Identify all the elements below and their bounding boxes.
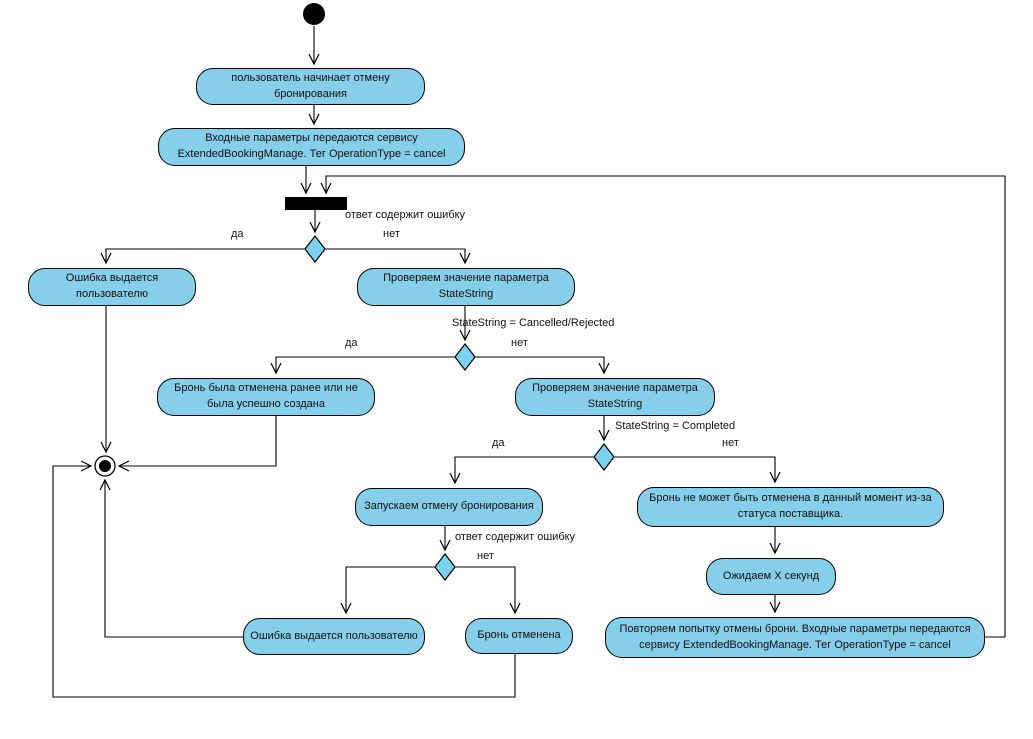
activity-error-shown-bottom: Ошибка выдается пользователю <box>243 618 425 655</box>
activity-wait-x-seconds: Ожидаем X секунд <box>706 558 836 595</box>
edge-label-statestring-cancelled-rejected: StateString = Cancelled/Rejected <box>452 317 615 329</box>
decision-diamond-4 <box>434 553 456 581</box>
edge-decision2-no-to-check2 <box>475 356 610 375</box>
edge-retry-feedback-to-join <box>320 175 1006 638</box>
decision-diamond-1 <box>304 235 326 263</box>
activity-cannot-cancel-now: Бронь не может быть отменена в данный мо… <box>637 487 944 527</box>
edge-label-no-4: нет <box>477 550 494 562</box>
decision-diamond-2 <box>454 343 476 371</box>
activity-error-shown-top: Ошибка выдается пользователю <box>28 268 196 306</box>
edge-decision2-yes-to-already-cancelled <box>270 356 455 375</box>
activity-retry-cancel: Повторяем попытку отмены брони. Входные … <box>605 617 985 658</box>
activity-booking-already-cancelled: Бронь была отменена ранее или не была ус… <box>157 378 375 416</box>
edge-decision4-no-to-cancelled <box>455 566 521 615</box>
edge-cancelled-to-final <box>52 460 516 698</box>
join-bar <box>285 197 347 210</box>
edge-label-yes-2: да <box>345 337 358 349</box>
edge-already-cancelled-to-final <box>117 416 277 472</box>
activity-check-statestring-1: Проверяем значение параметра StateString <box>357 268 575 306</box>
edge-label-no-1: нет <box>383 228 400 240</box>
edge-decision3-yes-to-start-cancel <box>449 456 594 485</box>
edge-label-yes-1: да <box>231 228 244 240</box>
edge-decision3-no-to-cannot-cancel <box>614 456 781 484</box>
edge-label-statestring-completed: StateString = Completed <box>615 420 736 432</box>
edge-label-response-error-2: ответ содержит ошибку <box>455 531 576 543</box>
activity-check-statestring-2: Проверяем значение параметра StateString <box>515 378 715 416</box>
edge-label-no-3: нет <box>722 437 739 449</box>
edge-decision1-yes-to-error-top <box>100 248 305 265</box>
edge-error-bottom-to-final <box>99 478 243 638</box>
activity-start-cancellation: Запускаем отмену бронирования <box>355 488 543 526</box>
edge-decision4-to-error-bottom <box>340 566 435 615</box>
edge-decision1-no-to-check1 <box>325 248 471 265</box>
edge-label-yes-3: да <box>492 437 505 449</box>
activity-params-sent: Входные параметры передаются сервису Ext… <box>158 128 465 166</box>
edge-label-no-2: нет <box>511 337 528 349</box>
activity-booking-cancelled: Бронь отменена <box>465 618 573 654</box>
final-node-core <box>99 460 111 472</box>
decision-diamond-3 <box>593 443 615 471</box>
initial-node <box>303 3 325 25</box>
edge-label-response-error-1: ответ содержит ошибку <box>345 209 466 221</box>
activity-user-starts-cancel: пользователь начинает отмену бронировани… <box>196 68 425 105</box>
